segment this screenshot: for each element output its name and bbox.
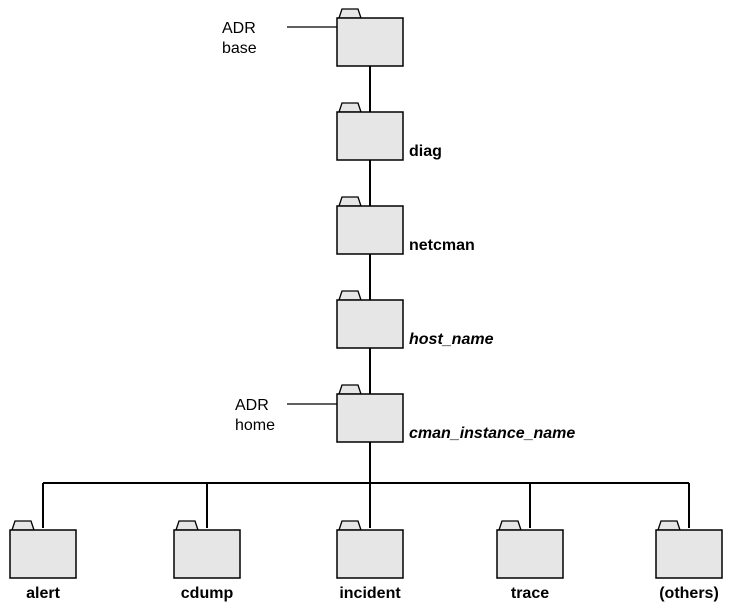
- folder-label-cman-instance-name: cman_instance_name: [409, 425, 575, 442]
- netcman-folder-icon: [336, 196, 404, 255]
- chain-folders: [336, 8, 404, 443]
- adr-home-label-line2: home: [235, 417, 275, 434]
- folder-label-alert: alert: [26, 585, 60, 602]
- adr-base-label-line2: base: [222, 40, 257, 57]
- chain-labels: diag netcman host_name cman_instance_nam…: [409, 143, 575, 442]
- folder-label-incident: incident: [339, 585, 401, 602]
- others-folder-icon: [655, 520, 723, 579]
- folder-label-diag: diag: [409, 143, 442, 160]
- child-folders: [9, 520, 723, 579]
- folder-label-netcman: netcman: [409, 237, 475, 254]
- folder-label-others: (others): [659, 585, 719, 602]
- incident-folder-icon: [336, 520, 404, 579]
- folder-label-trace: trace: [511, 585, 549, 602]
- adr-home-label-line1: ADR: [235, 397, 269, 414]
- diag-folder-icon: [336, 102, 404, 161]
- cman-instance-name-folder-icon: [336, 384, 404, 443]
- child-labels: alert cdump incident trace (others): [26, 585, 719, 602]
- host-name-folder-icon: [336, 290, 404, 349]
- adr-base-folder-icon: [336, 8, 404, 67]
- folder-label-host-name: host_name: [409, 331, 494, 348]
- cdump-folder-icon: [173, 520, 241, 579]
- alert-folder-icon: [9, 520, 77, 579]
- adr-base-label-line1: ADR: [222, 20, 256, 37]
- trace-folder-icon: [496, 520, 564, 579]
- callout-labels: ADR base ADR home: [222, 20, 275, 434]
- folder-label-cdump: cdump: [181, 585, 234, 602]
